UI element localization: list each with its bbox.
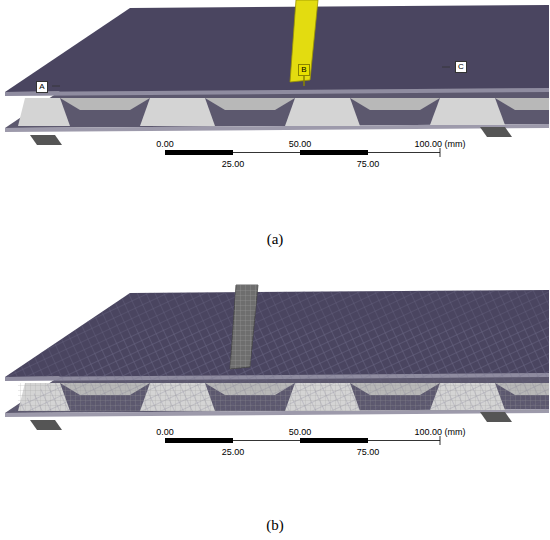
scale-value: 75.00: [357, 160, 380, 169]
scale-value: 0.00: [156, 428, 174, 437]
callout-letter: A: [36, 81, 47, 93]
scale-value: 75.00: [357, 448, 380, 457]
callout-letter: C: [455, 61, 467, 73]
scale-value: 0.00: [156, 140, 174, 149]
scale-value: 25.00: [222, 448, 245, 457]
scale-value: 100.00 (mm): [414, 428, 465, 437]
panel-caption: (b): [266, 518, 284, 533]
panel-caption: (a): [267, 232, 284, 247]
scale-value: 50.00: [289, 428, 312, 437]
scale-value: 25.00: [222, 160, 245, 169]
scale-value: 100.00 (mm): [414, 140, 465, 149]
load-callout: B: [298, 64, 309, 76]
scale-value: 50.00: [289, 140, 312, 149]
